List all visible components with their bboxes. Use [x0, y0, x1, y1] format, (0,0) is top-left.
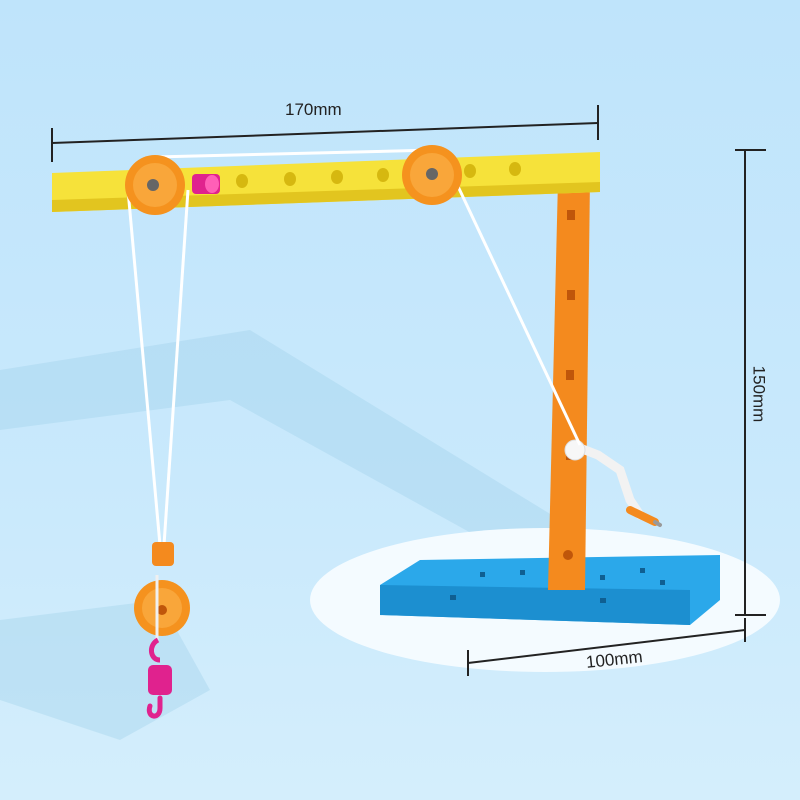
- width-dimension-label: 170mm: [285, 100, 342, 119]
- hanging-pulley: [134, 542, 190, 640]
- dimension-base: [467, 618, 746, 676]
- hook: [146, 637, 172, 719]
- dimension-height: [735, 149, 766, 616]
- beam-peg: [192, 174, 220, 194]
- right-pulley: [402, 145, 462, 205]
- dimension-width: [51, 105, 599, 162]
- left-pulley: [125, 155, 185, 215]
- crane-mast: [548, 178, 590, 590]
- height-dimension-label: 150mm: [749, 365, 769, 423]
- rope: [126, 148, 582, 546]
